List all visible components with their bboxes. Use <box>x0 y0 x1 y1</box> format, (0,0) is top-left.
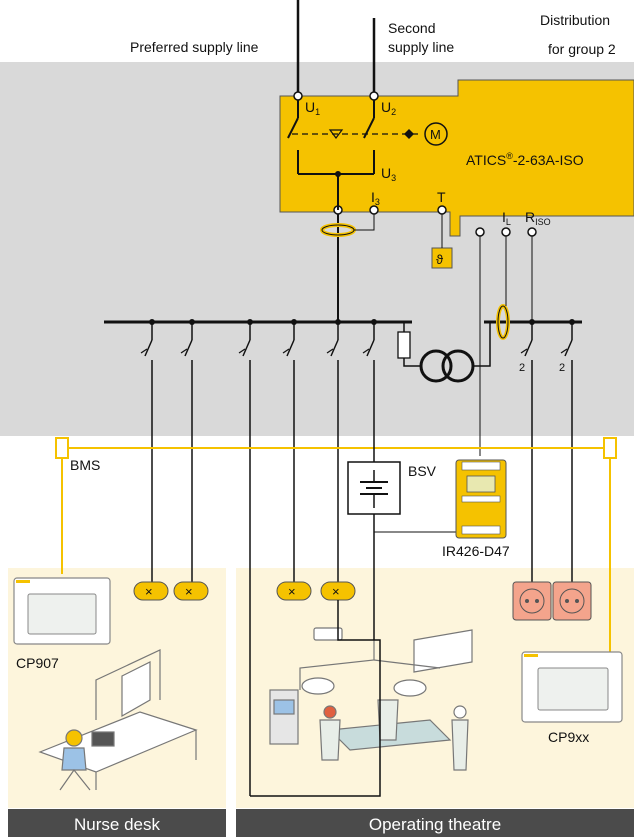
terminal-riso <box>527 227 537 237</box>
thermometer-icon: ϑ <box>436 252 444 267</box>
svg-text:×: × <box>145 584 153 599</box>
monitor-icon-cp9xx <box>521 651 623 723</box>
device-name: ATICS®-2-63A-ISO <box>466 151 584 168</box>
actuator-diamond <box>404 129 414 139</box>
theatre-footer <box>236 809 634 837</box>
ir426-display <box>466 475 496 493</box>
bms-terminator-left <box>55 437 69 459</box>
motor-label: M <box>430 127 441 142</box>
terminal-u1 <box>293 91 303 101</box>
operating-theatre-title: Operating theatre <box>369 815 501 834</box>
ir426-terminals-bottom <box>461 525 501 535</box>
distribution-label-2: for group 2 <box>548 41 616 57</box>
u1-contact-blade <box>287 117 299 139</box>
cp9xx-label: CP9xx <box>548 729 589 745</box>
bms-terminator-right <box>603 437 617 459</box>
second-supply-label-2: supply line <box>388 39 454 55</box>
terminal-u2 <box>369 91 379 101</box>
breaker-branches <box>140 319 377 796</box>
motor-icon <box>424 122 448 146</box>
svg-text:×: × <box>185 584 193 599</box>
cp907-label: CP907 <box>16 655 59 671</box>
il-label: IL <box>502 209 511 227</box>
ir426-terminals-top <box>461 461 501 471</box>
u3-label: U3 <box>381 165 396 183</box>
ir426-label: IR426-D47 <box>442 543 510 559</box>
monitor-icon <box>13 577 111 645</box>
ct-wire <box>354 214 375 231</box>
nurse-desk-illustration <box>38 649 198 791</box>
svg-text:×: × <box>288 584 296 599</box>
operating-theatre-illustration <box>250 600 473 797</box>
it-breakers <box>520 319 575 582</box>
u2-label: U2 <box>381 99 396 117</box>
nurse-desk-title: Nurse desk <box>74 815 160 834</box>
transformer-icon <box>419 349 453 383</box>
actuator-triangle <box>328 129 344 139</box>
bsv-label: BSV <box>408 463 437 479</box>
socket-icon <box>512 581 592 621</box>
second-supply-label-1: Second <box>388 20 435 36</box>
terminal-il-b <box>501 227 511 237</box>
bms-label: BMS <box>70 457 100 473</box>
group-marker-1: 2 <box>519 362 525 374</box>
nurse-desk-footer <box>8 809 226 837</box>
fuse-icon <box>397 331 411 359</box>
terminal-il-a <box>475 227 485 237</box>
ir426-buttons <box>461 495 501 503</box>
atics-device <box>279 79 634 237</box>
terminal-t <box>437 205 447 215</box>
transformer-secondary-wire <box>473 322 491 367</box>
transformer-primary-wire <box>403 358 420 367</box>
u1-label: U1 <box>305 99 320 117</box>
switch-node <box>335 171 341 177</box>
it-ct-outline <box>497 305 509 339</box>
preferred-supply-label: Preferred supply line <box>130 39 259 55</box>
svg-text:×: × <box>332 584 340 599</box>
group-marker-2: 2 <box>559 362 565 374</box>
riso-label: RISO <box>525 209 551 227</box>
t-label: T <box>437 189 446 205</box>
distribution-label-1: Distribution <box>540 12 610 28</box>
i3-label: I3 <box>371 189 380 207</box>
terminal-i3 <box>369 205 379 215</box>
u2-contact-blade <box>363 117 375 139</box>
